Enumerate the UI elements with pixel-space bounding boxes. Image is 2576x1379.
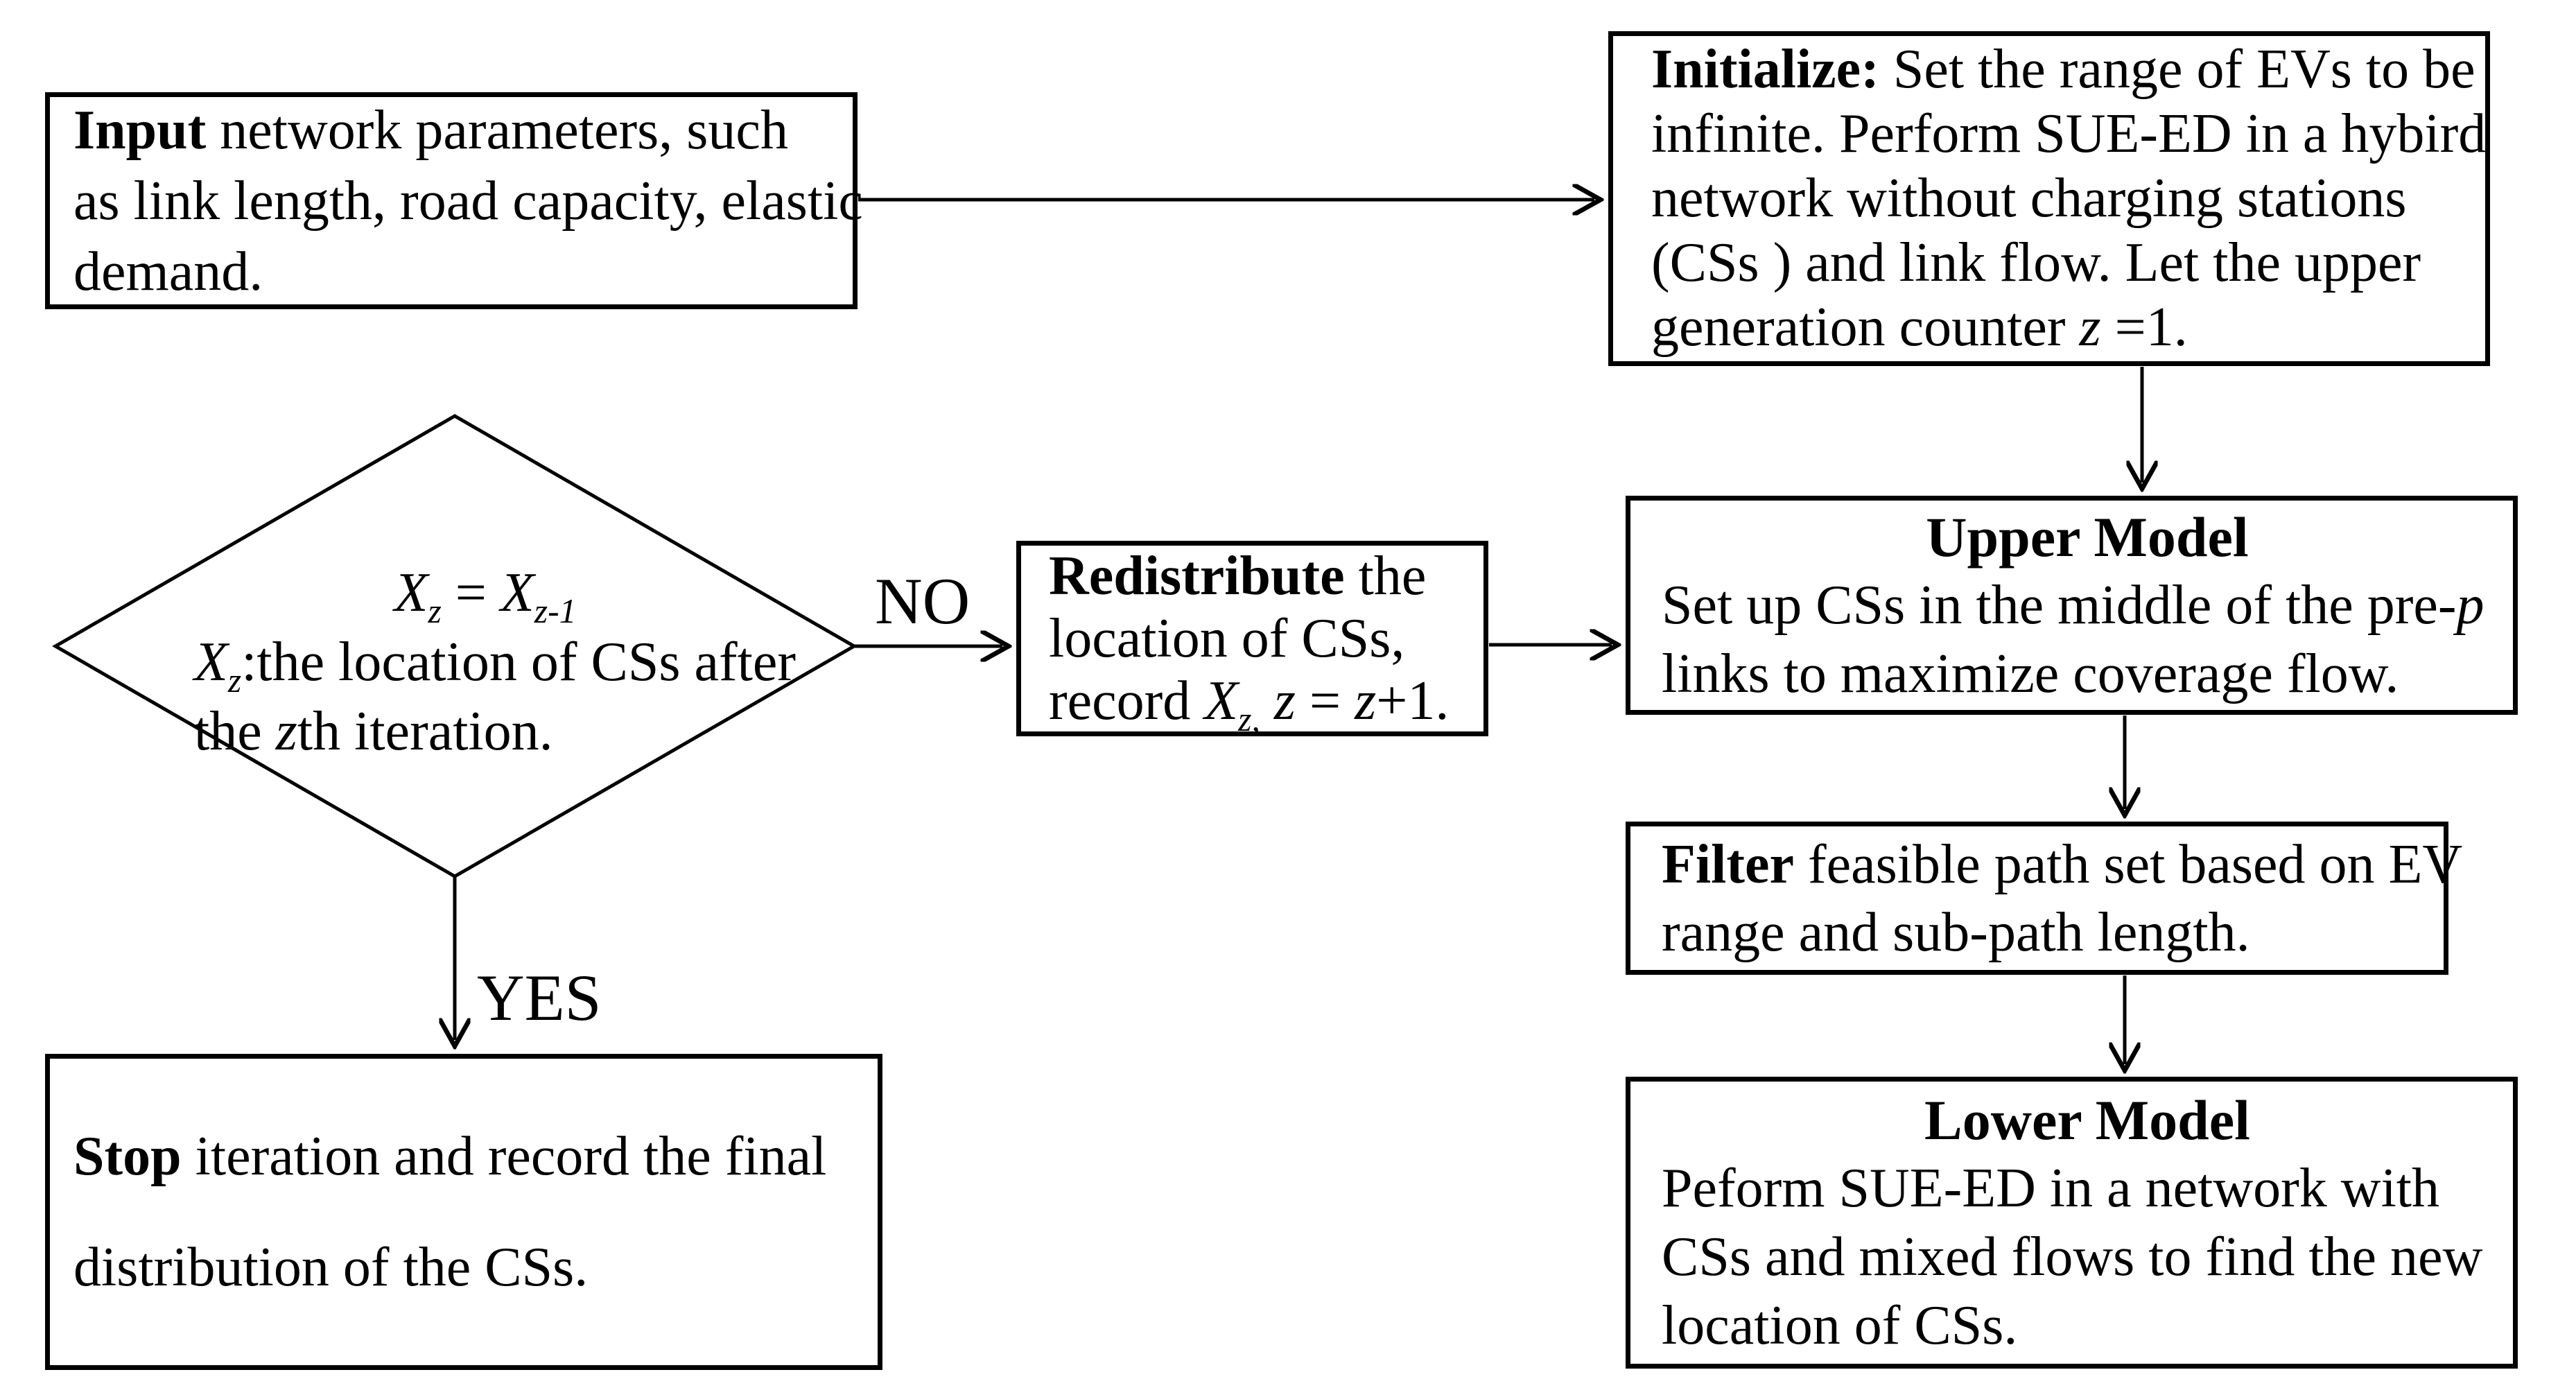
decision-diamond — [51, 414, 858, 878]
lower-model-node: Lower Model Peform SUE-ED in a network w… — [1626, 1077, 2518, 1369]
lower-model-title: Lower Model — [1924, 1088, 2250, 1152]
upper-model-node: Upper Model Set up CSs in the middle of … — [1626, 496, 2518, 715]
yes-branch-label: YES — [477, 961, 602, 1034]
upper-model-title: Upper Model — [1926, 505, 2249, 569]
no-branch-label: NO — [875, 564, 971, 638]
